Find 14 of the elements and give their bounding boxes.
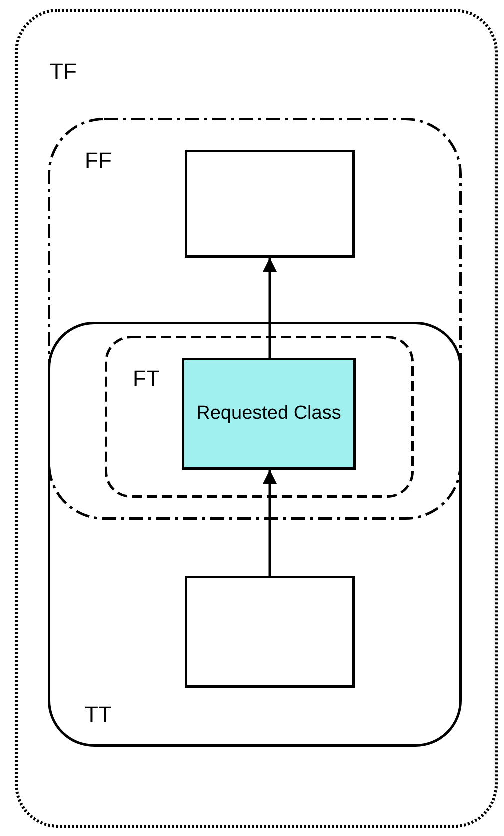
arrow xyxy=(263,258,277,358)
scope-region xyxy=(15,9,498,828)
region-label: FF xyxy=(85,148,112,174)
class-name: Requested Class xyxy=(196,402,342,426)
scope-region xyxy=(48,322,462,747)
region-label: TT xyxy=(85,702,112,728)
scope-region xyxy=(48,118,462,520)
class-box xyxy=(182,358,356,470)
arrow xyxy=(263,470,277,576)
class-box xyxy=(185,150,355,258)
region-label: FT xyxy=(133,366,160,392)
region-label: TF xyxy=(50,59,77,85)
scope-region xyxy=(105,336,414,498)
class-box xyxy=(185,576,355,688)
